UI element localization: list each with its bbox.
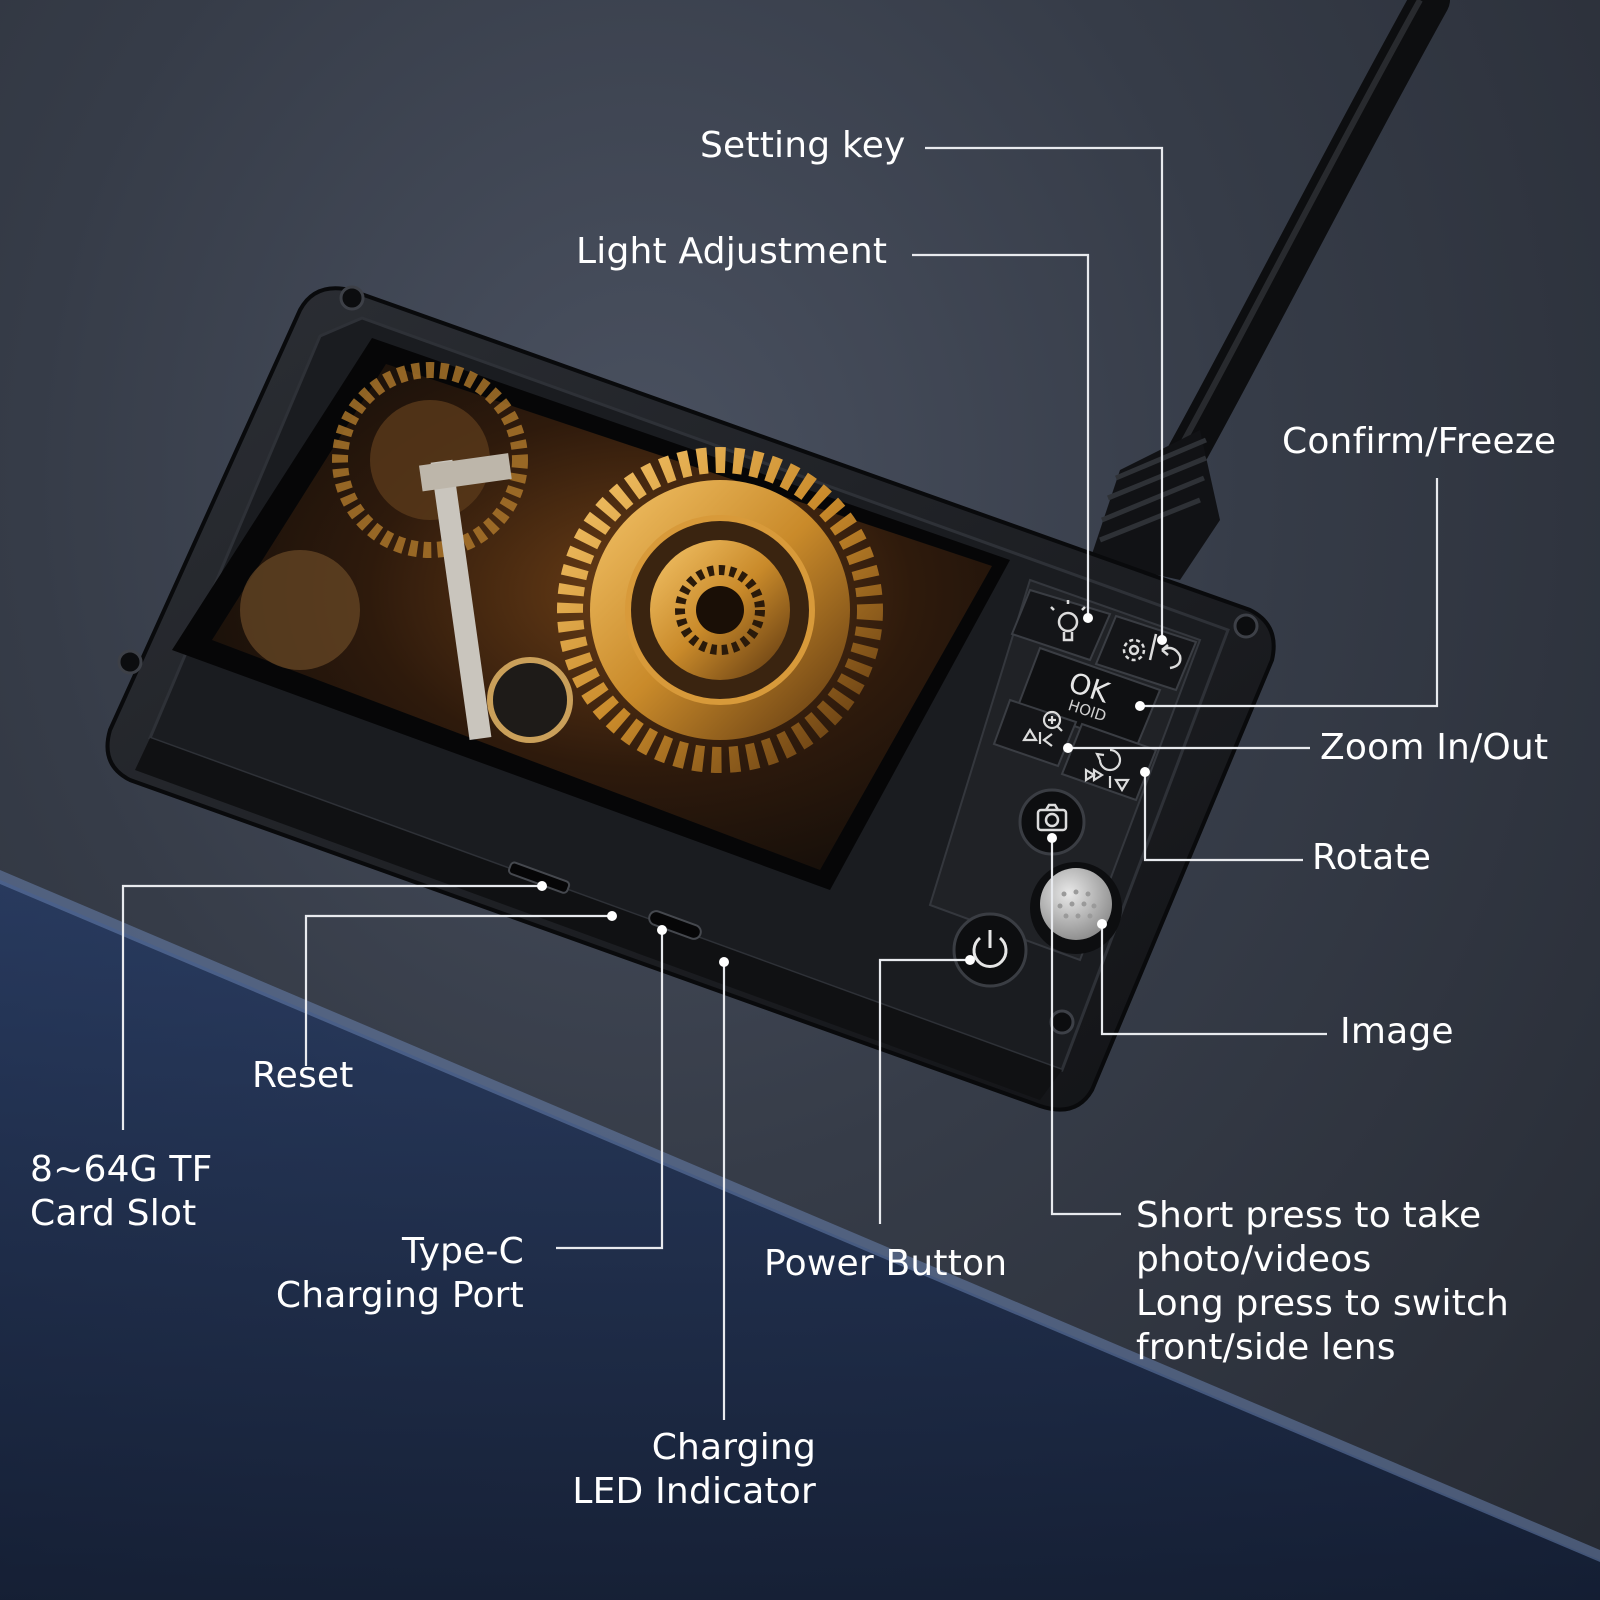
label-tf-card-slot: 8~64G TF Card Slot	[30, 1149, 213, 1234]
type-c-port[interactable]	[647, 909, 703, 941]
label-type-c-charging-port: Type-C Charging Port	[275, 1231, 524, 1316]
tf-card-slot[interactable]	[508, 861, 571, 894]
leader-dots	[537, 613, 1167, 967]
label-zoom-in-out: Zoom In/Out	[1320, 727, 1549, 768]
control-panel: OK HOID	[928, 578, 1202, 988]
label-light-adjustment: Light Adjustment	[576, 231, 888, 272]
label-setting-key: Setting key	[700, 125, 906, 166]
power-icon	[972, 930, 1008, 968]
setting-key[interactable]	[1094, 614, 1198, 692]
label-rotate: Rotate	[1312, 837, 1432, 878]
leader-lines	[121, 146, 1439, 1420]
table-surface	[0, 870, 1600, 1600]
label-reset: Reset	[252, 1055, 354, 1096]
zoom-icon	[1022, 710, 1063, 747]
endoscope-device: OK HOID	[105, 285, 1276, 1112]
power-key[interactable]	[952, 912, 1028, 988]
camera-icon	[1036, 803, 1068, 832]
light-adjust-key[interactable]	[1010, 588, 1112, 662]
camera-cable	[1090, 0, 1450, 580]
rotate-key[interactable]	[1060, 722, 1158, 802]
label-confirm-freeze: Confirm/Freeze	[1282, 421, 1557, 462]
ok-confirm-key[interactable]: OK HOID	[1016, 646, 1162, 750]
gear-back-icon	[1122, 633, 1182, 670]
label-short-long-press: Short press to take photo/videos Long pr…	[1136, 1195, 1510, 1368]
live-camera-screen	[212, 362, 992, 870]
rotate-icon	[1084, 748, 1130, 793]
image-key[interactable]	[1030, 862, 1122, 954]
zoom-key[interactable]	[992, 698, 1078, 768]
label-image: Image	[1340, 1011, 1454, 1052]
label-power-button: Power Button	[764, 1243, 1008, 1284]
light-bulb-icon	[1050, 600, 1086, 642]
label-charging-led-indicator: Charging LED Indicator	[572, 1427, 816, 1512]
bottom-ports	[508, 861, 703, 941]
